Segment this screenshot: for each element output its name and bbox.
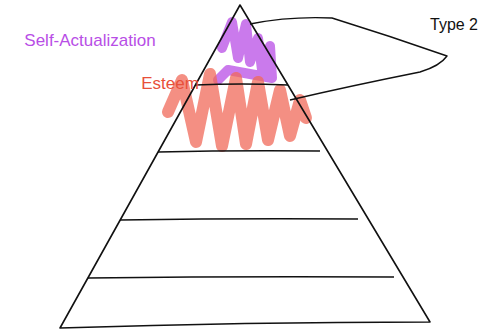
flag-label: Type 2 <box>430 16 478 34</box>
flag-outline <box>250 18 447 100</box>
band-top: Self-Actualization <box>24 32 155 51</box>
band-label: Esteem <box>141 75 199 94</box>
band-lines <box>88 84 394 278</box>
band-label: Self-Actualization <box>24 32 155 51</box>
band-esteem: Esteem <box>141 75 199 94</box>
pyramid-outline <box>60 5 430 328</box>
